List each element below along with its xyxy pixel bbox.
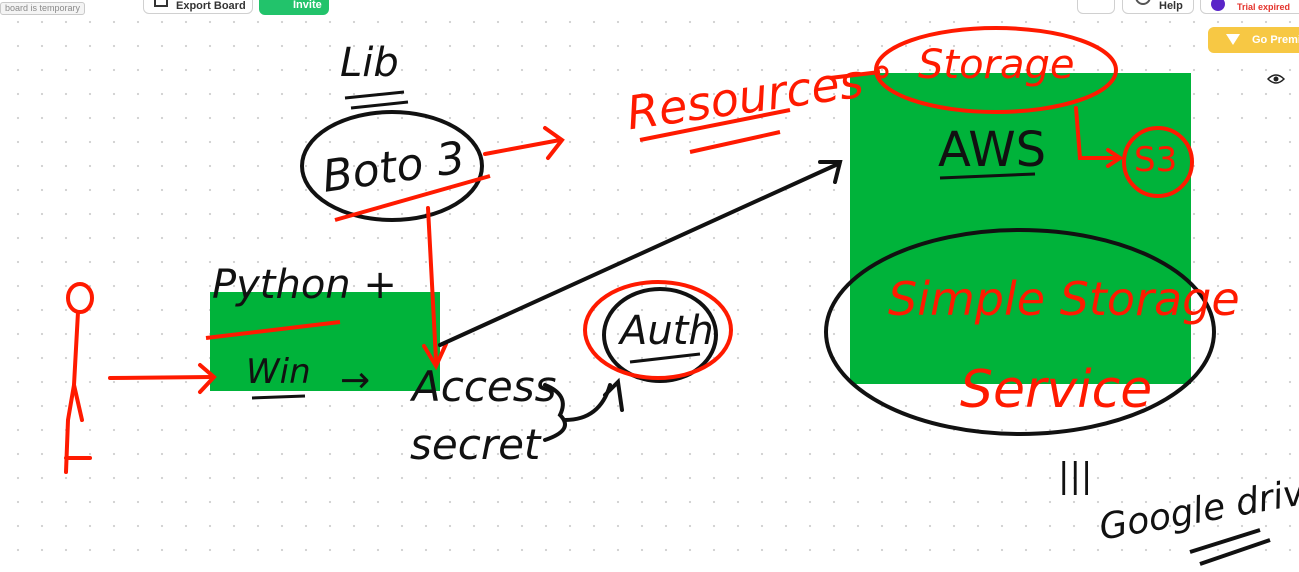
temporary-board-notice: board is temporary [0,2,86,15]
win-label: Win [246,352,311,392]
secret-to-auth-connector [543,377,624,442]
secret-label: secret [410,420,541,469]
user-to-python-arrow [108,363,217,394]
export-board-button[interactable]: Export Board [143,0,253,14]
help-label: Help [1159,0,1183,12]
download-icon [154,0,168,7]
boto3-to-resources-arrow [483,126,565,160]
trial-status: Trial expired [1237,2,1291,12]
simple-storage-label: Simple Storage [888,272,1240,326]
invite-label: Invite [293,0,322,11]
diamond-icon [1226,34,1240,45]
auth-label: Auth [620,308,714,354]
invite-button[interactable]: Invite [259,0,329,15]
google-drive-underline [1189,528,1271,566]
boto3-underline [334,174,491,222]
go-premium-button[interactable]: Go Premi [1208,27,1299,53]
storage-to-s3-arrow [1074,106,1124,168]
auth-inner-ellipse [602,287,718,383]
resources-underline [639,108,791,154]
python-label: Python + [212,262,397,308]
user-stick-figure [64,282,94,474]
toolbar: board is temporary Export Board Invite H… [0,0,1299,18]
s3-label: S3 [1134,140,1178,180]
help-button[interactable]: Help [1122,0,1194,14]
resources-to-storage-line [829,70,881,80]
boto3-ellipse [300,110,484,222]
aws-underline [939,172,1036,180]
account-menu[interactable]: Trial expired [1200,0,1299,14]
python-underline [205,320,341,340]
access-label: Access [412,362,557,411]
home-button[interactable] [1077,0,1115,14]
go-premium-label: Go Premi [1252,34,1299,46]
boto3-to-access-arrow [422,206,448,371]
lib-label: Lib [340,40,399,86]
s3-circle [1122,126,1194,198]
storage-label: Storage [918,42,1075,88]
access-to-aws-arrow [438,160,843,347]
simple-storage-ellipse [824,228,1216,436]
win-arrow: → [340,360,371,401]
equals-mark: ||| [1058,456,1093,496]
win-underline [251,394,306,400]
storage-ellipse [874,26,1118,114]
eye-icon[interactable] [1267,72,1285,86]
aws-label: AWS [938,122,1047,178]
auth-outer-ellipse [583,280,733,380]
lib-underline [344,90,409,110]
service-label: Service [960,360,1153,420]
auth-underline [629,352,701,364]
python-green-panel [210,292,440,391]
avatar [1211,0,1225,11]
export-board-label: Export Board [176,0,246,12]
